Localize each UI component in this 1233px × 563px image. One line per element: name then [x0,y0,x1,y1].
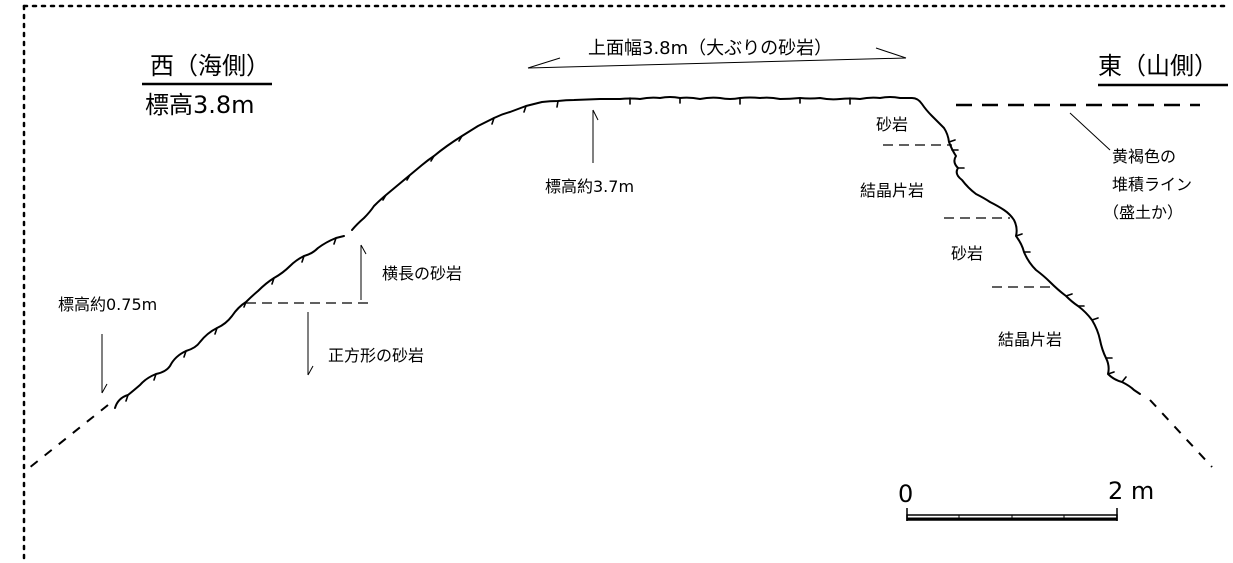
deposit-line-leader [1069,112,1111,151]
deposit-line-label-3: （盛土か） [1103,203,1183,222]
top-width-arrow-left [527,57,561,69]
west-dashed-extension [23,404,109,473]
top-width-label: 上面幅3.8m（大ぶりの砂岩） [588,38,832,59]
east-header: 東（山側） [1098,52,1218,80]
profile-dashed-extensions [23,399,1213,473]
summit-elevation-label: 標高約3.7m [545,177,634,196]
dotted-frame [22,4,1232,562]
top-width-arrow-shaft [527,57,907,69]
schist-label-1: 結晶片岩 [860,181,924,200]
mound-profile [114,96,1141,409]
deposit-line-label-1: 黄褐色の [1112,147,1176,166]
summit-leader-tick [592,109,599,121]
scale-bar: 0 2 m [898,477,1154,521]
leader-lines [101,47,1111,394]
header-underlines [142,82,1228,87]
west-elevation: 標高3.8m [145,91,255,119]
square-sandstone-label: 正方形の砂岩 [328,346,424,365]
west-header: 西（海側） [150,52,270,80]
scale-bar-end-label: 2 m [1108,477,1154,505]
square-sandstone-leader-tick [307,365,314,376]
west-ticks [125,97,851,402]
top-width-arrow-right [875,47,907,59]
low-elevation-leader-tick [101,383,108,394]
west-slope-lower [114,235,345,409]
east-dashed-extension [1149,399,1213,468]
low-elevation-label: 標高約0.75m [58,295,157,314]
horizontal-sandstone-label: 横長の砂岩 [382,264,462,283]
deposit-line-label-2: 堆積ライン [1112,175,1192,194]
schist-label-2: 結晶片岩 [998,330,1062,349]
scale-bar-start-label: 0 [898,480,913,508]
east-ticks [948,139,1127,383]
horizontal-sandstone-leader-tick [360,244,367,255]
stratum-boundaries [246,144,1054,304]
sandstone-label-2: 砂岩 [951,244,983,263]
sandstone-label-1: 砂岩 [876,115,908,134]
west-slope-upper-and-summit [351,96,1141,395]
